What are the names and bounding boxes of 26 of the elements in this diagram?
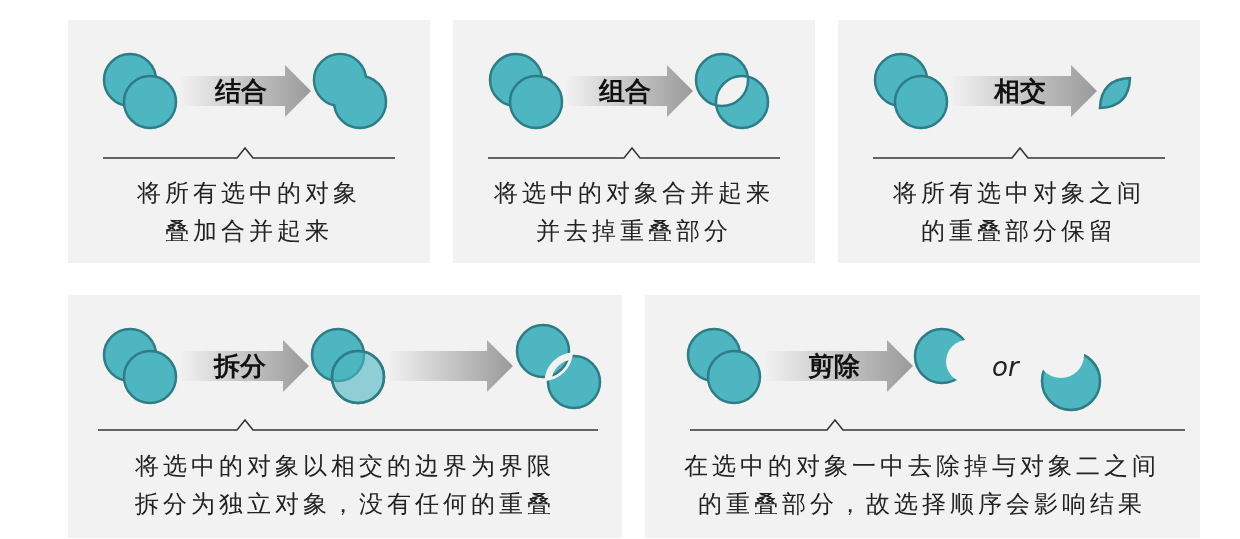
description-text: 将选中的对象合并起来并去掉重叠部分	[493, 178, 775, 247]
circles-drawing	[311, 51, 389, 131]
description-text: 在选中的对象一中去除掉与对象二之间的重叠部分，故选择顺序会影响结果	[683, 451, 1161, 520]
edge-label: 拆分	[214, 349, 266, 383]
card	[645, 295, 1200, 538]
description-text: 将所有选中对象之间的重叠部分保留	[892, 178, 1146, 247]
edge-label: 组合	[599, 74, 651, 108]
card	[453, 20, 815, 263]
card	[68, 20, 430, 263]
circles-drawing	[309, 326, 387, 406]
crescent-shape-icon	[1040, 350, 1102, 412]
description-text: 将所有选中的对象叠加合并起来	[136, 178, 362, 247]
circles-drawing	[685, 326, 763, 406]
or-text: or	[992, 352, 1019, 382]
card	[68, 295, 622, 538]
circles-drawing	[487, 51, 565, 131]
description-text: 将选中的对象以相交的边界为界限拆分为独立对象，没有任何的重叠	[134, 451, 556, 520]
circles-drawing	[101, 51, 179, 131]
circles-drawing	[693, 51, 771, 131]
circles-drawing	[101, 326, 179, 406]
edge-label: 剪除	[808, 349, 860, 383]
edge-label: 相交	[993, 74, 1046, 108]
lens-shape-icon	[1097, 75, 1133, 111]
edge-label: 结合	[215, 74, 267, 108]
card	[838, 20, 1200, 263]
circles-drawing	[872, 51, 950, 131]
